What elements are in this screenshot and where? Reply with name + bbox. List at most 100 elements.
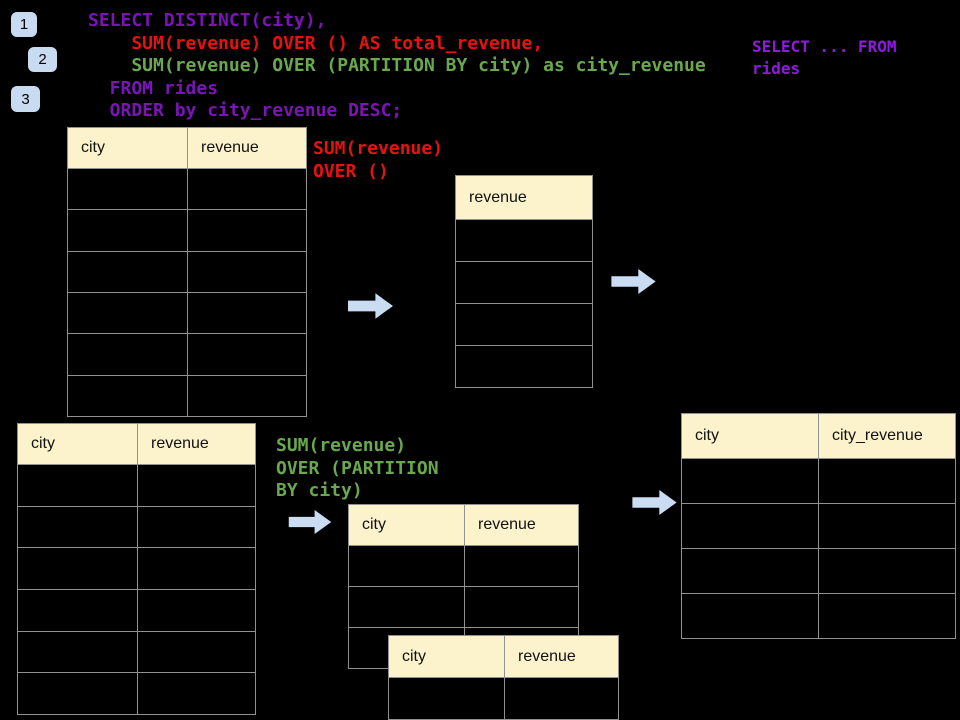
sql-code-line: SELECT DISTINCT(city),: [88, 10, 327, 31]
header-cell: city: [81, 139, 105, 156]
table-row: [68, 333, 306, 375]
body-cell: [68, 376, 187, 416]
flow-arrow-icon: [611, 269, 656, 294]
table-row: [389, 677, 618, 719]
body-cell: [682, 504, 818, 548]
body-cell: [18, 507, 137, 548]
body-cell: [68, 169, 187, 209]
table-city-revenue-result: city city_revenue: [681, 413, 956, 639]
table-row: [349, 545, 578, 586]
header-cell: revenue: [137, 424, 255, 464]
body-cell: [818, 459, 955, 503]
table-row: [456, 303, 592, 345]
body-cell: [464, 546, 578, 586]
header-cell: revenue: [469, 188, 527, 206]
step-badge-2: 2: [28, 47, 57, 72]
table-row: [18, 630, 255, 673]
body-cell: [456, 304, 592, 345]
body-cell: [187, 375, 306, 416]
table-row: [682, 458, 955, 503]
header-cell: revenue: [464, 505, 578, 545]
header-cell: city: [402, 647, 426, 665]
table-row: [68, 250, 306, 292]
body-cell: [18, 465, 137, 506]
table-partition-input: city revenue: [348, 504, 579, 669]
table-partition-overlay: city revenue: [388, 635, 619, 720]
body-cell: [68, 210, 187, 250]
body-cell: [187, 210, 306, 251]
body-cell: [682, 594, 818, 638]
body-cell: [818, 594, 955, 638]
body-cell: [137, 631, 255, 673]
header-cell: city_revenue: [818, 414, 955, 458]
text-line: SUM(revenue): [313, 138, 444, 159]
text-line: rides: [752, 59, 801, 78]
body-cell: [389, 678, 504, 719]
body-cell: [68, 293, 187, 333]
body-cell: [68, 334, 187, 374]
header-cell: city: [695, 427, 719, 444]
sql-code: SELECT DISTINCT(city), SUM(revenue) OVER…: [88, 10, 706, 123]
table-row: [682, 503, 955, 548]
table-row: [682, 548, 955, 593]
body-cell: [137, 548, 255, 589]
text-line: SELECT ... FROM: [752, 37, 897, 56]
body-cell: [456, 346, 592, 387]
table-row: [68, 209, 306, 251]
step-badge-1: 1: [11, 12, 37, 37]
step-badge-3: 3: [11, 86, 40, 112]
body-cell: [18, 590, 137, 631]
sql-code-line: SUM(revenue) OVER (PARTITION BY city) as…: [88, 55, 706, 77]
header-cell: city: [362, 516, 386, 533]
flow-arrow-icon: [348, 293, 393, 319]
body-cell: [187, 334, 306, 375]
body-cell: [68, 252, 187, 292]
sql-code-line: FROM rides: [88, 77, 219, 99]
body-cell: [187, 169, 306, 210]
table-row: [68, 291, 306, 334]
header-cell: city: [31, 435, 55, 452]
body-cell: [464, 587, 578, 627]
table-total-revenue-result: revenue: [455, 175, 593, 388]
table-row: [456, 219, 592, 261]
body-cell: [137, 506, 255, 548]
table-row: [18, 505, 255, 548]
table-header-row: city revenue: [349, 505, 578, 545]
header-cell: revenue: [504, 636, 618, 677]
body-cell: [504, 678, 618, 719]
table-row: [18, 588, 255, 631]
body-cell: [682, 549, 818, 593]
table-row: [456, 261, 592, 303]
body-cell: [187, 292, 306, 334]
body-cell: [137, 589, 255, 631]
table-row: [456, 345, 592, 387]
flow-arrow-icon: [632, 490, 677, 515]
body-cell: [456, 220, 592, 261]
table-row: [68, 168, 306, 210]
body-cell: [349, 587, 464, 627]
flow-arrow-icon: [288, 510, 332, 534]
body-cell: [137, 673, 255, 714]
body-cell: [137, 465, 255, 506]
text-line: OVER (PARTITION: [276, 457, 439, 479]
table-row: [18, 547, 255, 589]
table-source-bottom: city revenue: [17, 423, 256, 715]
table-row: [18, 464, 255, 506]
body-cell: [18, 548, 137, 589]
table-header-row: city revenue: [18, 424, 255, 464]
table-row: [682, 593, 955, 638]
text-line: BY city): [276, 480, 363, 501]
sql-code-line: SUM(revenue) OVER () AS total_revenue,: [88, 32, 544, 54]
table-row: [18, 672, 255, 714]
body-cell: [456, 262, 592, 303]
body-cell: [818, 549, 955, 593]
table-header-row: city revenue: [389, 636, 618, 677]
label-total-revenue-window: SUM(revenue)OVER (): [313, 138, 443, 183]
body-cell: [682, 459, 818, 503]
sql-side-note: SELECT ... FROM rides: [752, 36, 897, 80]
body-cell: [818, 504, 955, 548]
